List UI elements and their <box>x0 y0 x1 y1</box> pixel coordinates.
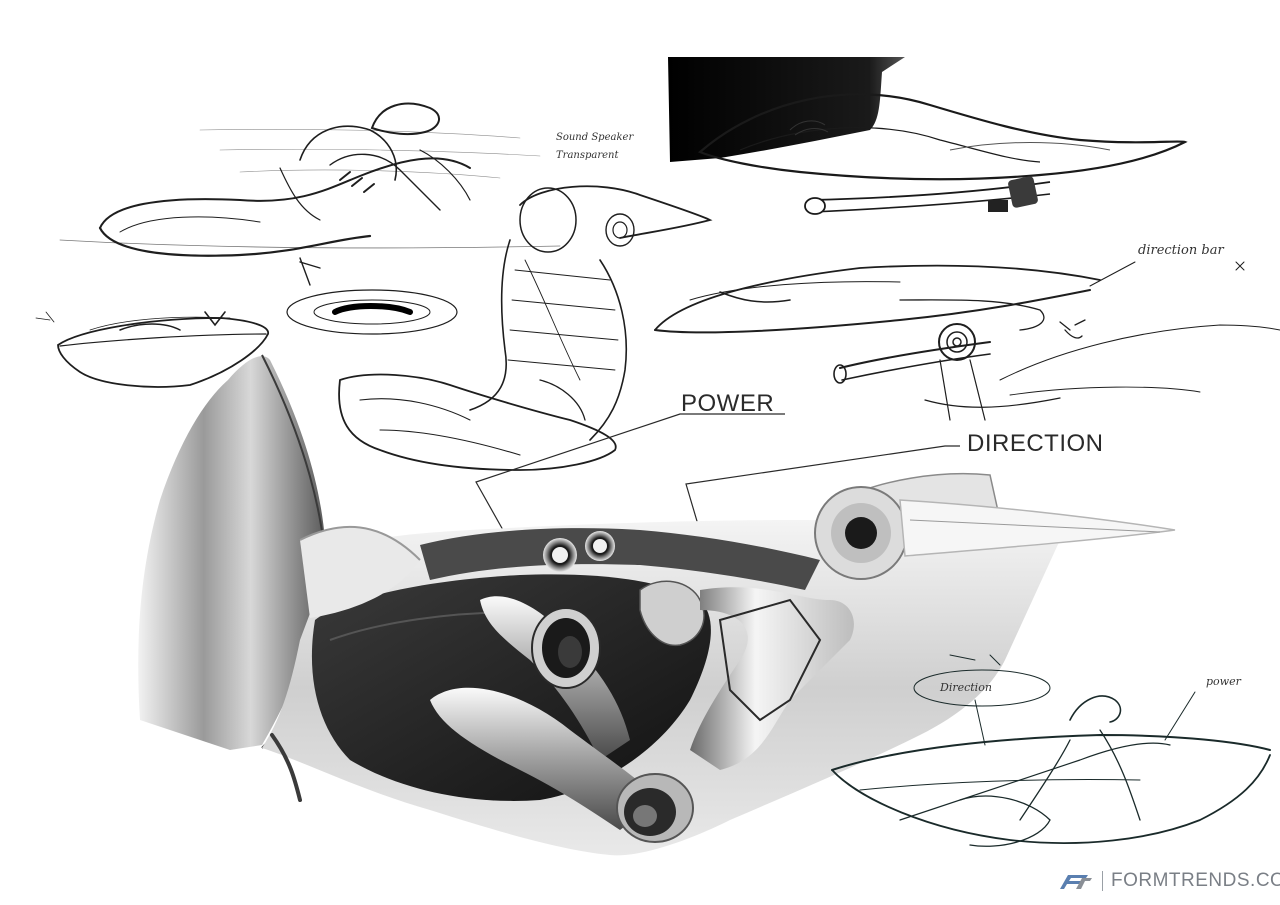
watermark: FORMTRENDS.COM <box>1058 868 1280 894</box>
sketch-craft-direction-bar <box>654 261 1280 421</box>
sketch-seat-rider <box>338 185 713 471</box>
sketch-craft-bottom-right <box>831 654 1271 847</box>
sketch-small-boat <box>35 311 269 388</box>
note-power-small: power <box>1206 675 1241 688</box>
note-direction-small: Direction <box>940 681 992 694</box>
direction-callout-label: DIRECTION <box>967 430 1104 457</box>
render-cockpit <box>138 354 1176 856</box>
note-direction-bar: direction bar <box>1138 243 1224 258</box>
watermark-separator <box>1102 871 1103 891</box>
watermark-text: FORMTRENDS.COM <box>1111 870 1280 891</box>
render-black-panel <box>668 57 1188 215</box>
note-sound-speaker: Sound Speaker <box>556 132 634 143</box>
note-transparent: Transparent <box>556 150 619 161</box>
ft-logo-icon <box>1060 875 1092 889</box>
power-callout-label: POWER <box>681 390 775 417</box>
sketch-hover-craft-left <box>59 102 561 335</box>
